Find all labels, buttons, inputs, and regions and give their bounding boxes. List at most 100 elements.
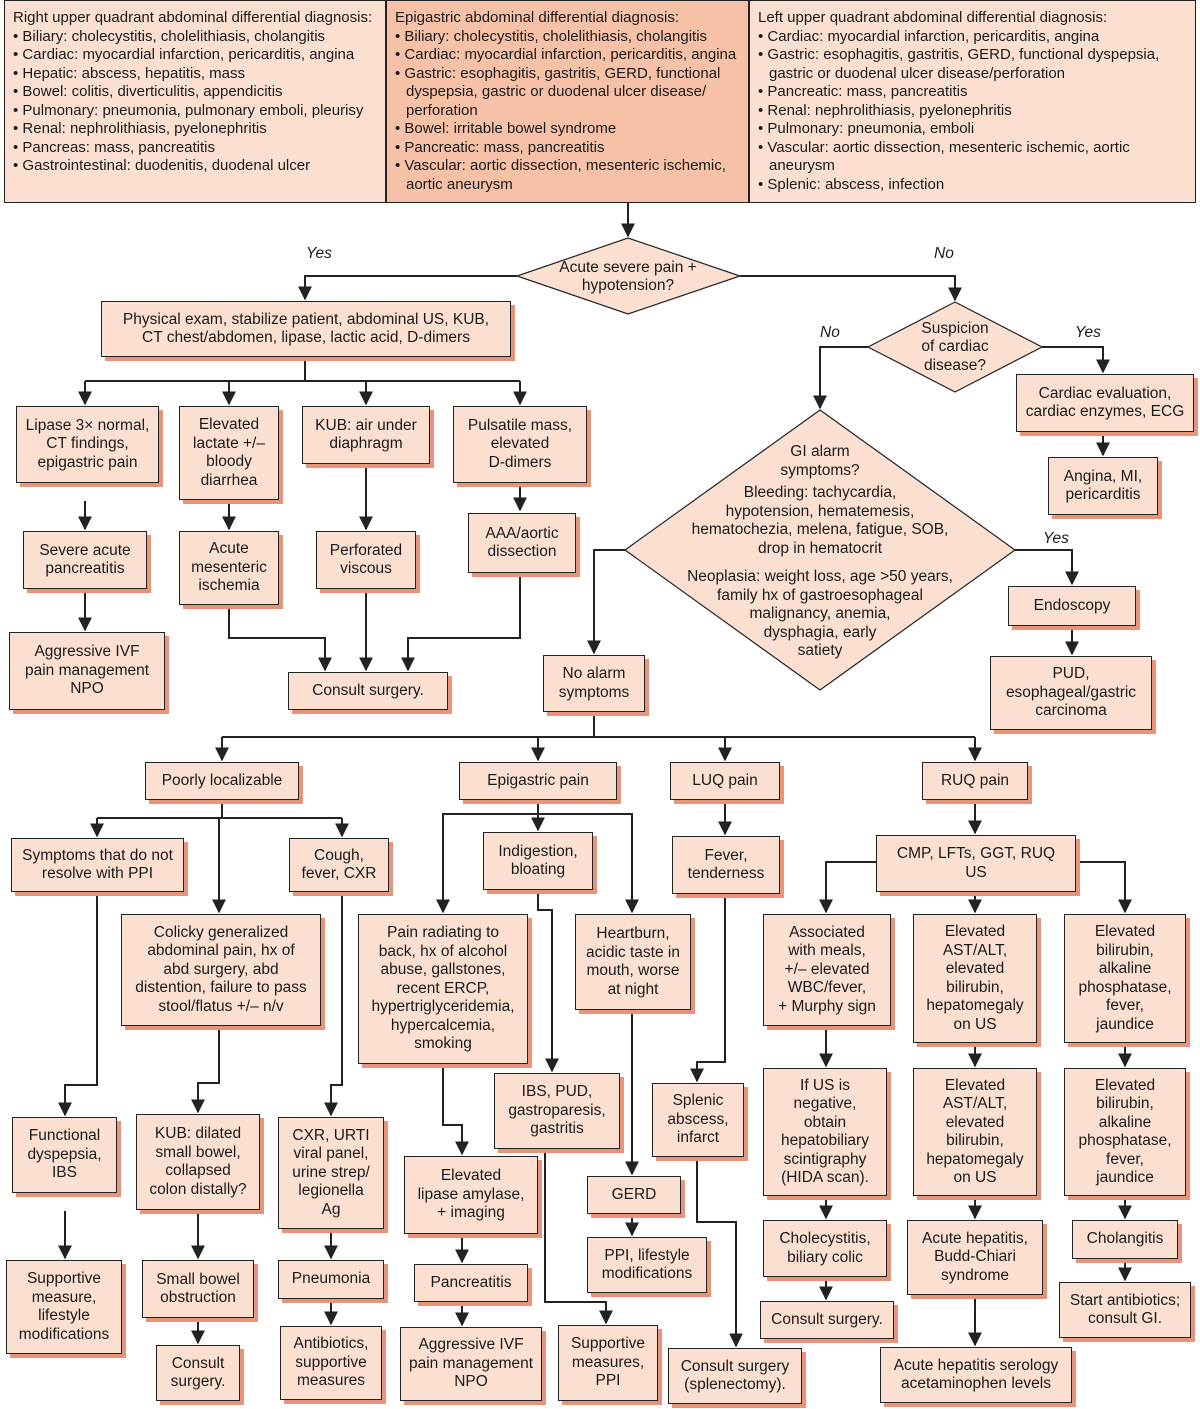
header-ruq-item: • Cardiac: myocardial infarction, perica… xyxy=(13,46,355,63)
angina-mi-box: Angina, MI,pericarditis xyxy=(1048,457,1158,515)
alarm-decision-diamond xyxy=(623,409,1017,691)
yes-label: Yes xyxy=(306,245,332,262)
header-ruq-item: • Biliary: cholecystitis, cholelithiasis… xyxy=(13,27,326,45)
cholangitis-box: Cholangitis xyxy=(1072,1220,1178,1259)
header-ruq-item: • Bowel: colitis, diverticulitis, append… xyxy=(13,83,283,100)
header-epi-item: • Biliary: cholecystitis, cholelithiasis… xyxy=(395,27,708,45)
poorly-localizable-box: Poorly localizable xyxy=(145,762,299,800)
header-luq-item: • Gastric: esophagitis, gastritis, GERD,… xyxy=(758,46,1160,82)
indigestion-box: Indigestion,bloating xyxy=(483,832,593,890)
wire-acute-no xyxy=(740,275,962,302)
header-luq-item: • Pulmonary: pneumonia, emboli xyxy=(758,120,975,137)
pancreatitis-box: Pancreatitis xyxy=(414,1264,528,1302)
header-epi-title: Epigastric abdominal differential diagno… xyxy=(395,9,680,26)
cholecystitis-box: Cholecystitis,biliary colic xyxy=(763,1220,887,1277)
header-ruq-item: • Hepatic: abscess, hepatitis, mass xyxy=(13,64,246,82)
physical-exam-box: Physical exam, stabilize patient, abdomi… xyxy=(101,301,511,357)
header-ruq-item: • Pancreas: mass, pancreatitis xyxy=(13,138,216,156)
header-luq-item: • Splenic: abscess, infection xyxy=(758,175,945,193)
cardiac-decision-diamond xyxy=(866,301,1044,393)
header-epi-item: • Cardiac: myocardial infarction, perica… xyxy=(395,46,737,63)
consult-surgery-box: Consult surgery. xyxy=(760,1301,894,1339)
header-epigastric-column: Epigastric abdominal differential diagno… xyxy=(386,0,749,203)
cardiac-evaluation-box: Cardiac evaluation,cardiac enzymes, ECG xyxy=(1016,374,1194,432)
lipase-box: Lipase 3× normal,CT findings,epigastric … xyxy=(16,406,159,483)
ruq-pain-box: RUQ pain xyxy=(922,762,1028,800)
wire-acute-yes xyxy=(298,275,517,301)
acute-decision-diamond xyxy=(515,237,742,315)
consult-splenectomy-box: Consult surgery(splenectomy). xyxy=(668,1348,802,1404)
header-luq-item: • Cardiac: myocardial infarction, perica… xyxy=(758,27,1100,45)
consult-surgery-box: Consult surgery. xyxy=(288,672,448,710)
header-ruq-item: • Pulmonary: pneumonia, pulmonary emboli… xyxy=(13,101,364,119)
alarm-decision-label: GI alarm symptoms? Bleeding: tachycardia… xyxy=(687,443,953,660)
header-ruq-column: Right upper quadrant abdominal different… xyxy=(4,0,386,203)
header-luq-title: Left upper quadrant abdominal differenti… xyxy=(758,9,1108,26)
header-luq-item: • Renal: nephrolithiasis, pyelonephritis xyxy=(758,101,1012,119)
header-luq-item: • Pancreatic: mass, pancreatitis xyxy=(758,83,968,100)
yes-label: Yes xyxy=(1043,530,1069,547)
cough-fever-box: Cough,fever, CXR xyxy=(289,838,389,892)
header-ruq-item: • Renal: nephrolithiasis, pyelonephritis xyxy=(13,120,267,137)
yes-label: Yes xyxy=(1075,324,1101,341)
no-label: No xyxy=(820,324,840,341)
gerd-box: GERD xyxy=(587,1176,681,1214)
luq-pain-box: LUQ pain xyxy=(670,762,780,800)
header-epi-item: • Gastric: esophagitis, gastritis, GERD,… xyxy=(395,64,721,119)
fever-tenderness-box: Fever,tenderness xyxy=(672,836,780,894)
no-label: No xyxy=(934,245,954,262)
endoscopy-box: Endoscopy xyxy=(1008,586,1136,626)
pneumonia-box: Pneumonia xyxy=(278,1260,384,1299)
header-epi-item: • Pancreatic: mass, pancreatitis xyxy=(395,138,605,156)
acute-decision-label: Acute severe pain + hypotension? xyxy=(559,258,697,295)
header-luq-item: • Vascular: aortic dissection, mesenteri… xyxy=(758,138,1130,175)
start-antibiotics-box: Start antibiotics;consult GI. xyxy=(1059,1282,1191,1338)
header-epi-item: • Bowel: irritable bowel syndrome xyxy=(395,120,617,137)
cardiac-decision-label: Suspicion of cardiac disease? xyxy=(921,319,989,374)
header-ruq-title: Right upper quadrant abdominal different… xyxy=(13,9,373,26)
header-luq-column: Left upper quadrant abdominal differenti… xyxy=(749,0,1196,203)
header-ruq-item: • Gastrointestinal: duodenitis, duodenal… xyxy=(13,157,311,174)
epigastric-pain-box: Epigastric pain xyxy=(459,762,617,800)
header-epi-item: • Vascular: aortic dissection, mesenteri… xyxy=(395,157,726,193)
wire-physical-branch xyxy=(85,358,520,382)
ibs-pud-box: IBS, PUD,gastroparesis,gastritis xyxy=(494,1073,620,1149)
